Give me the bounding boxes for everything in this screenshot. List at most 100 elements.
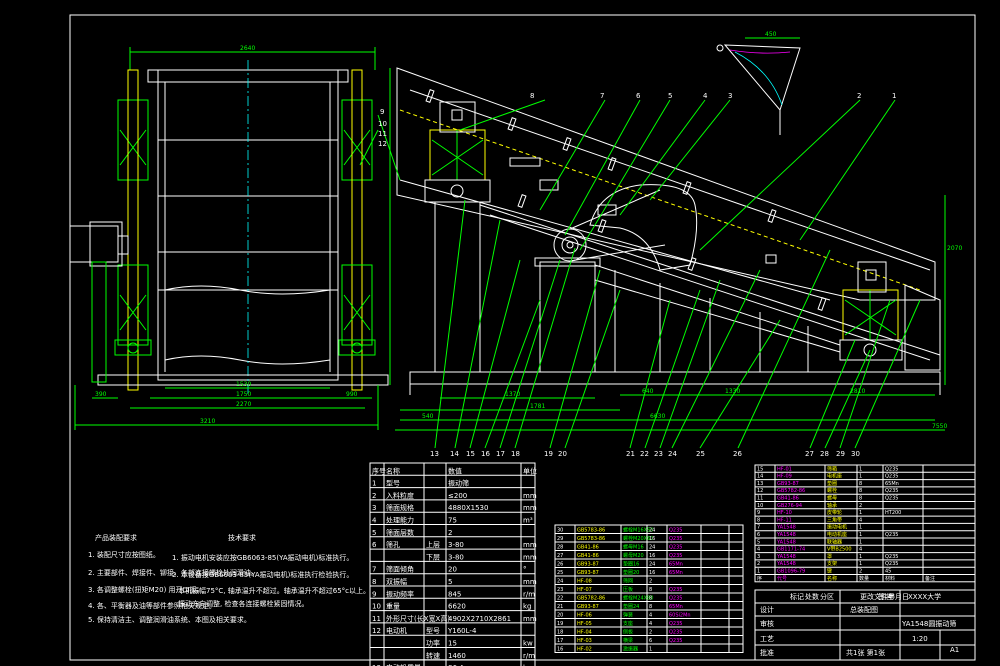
slot-marks: [425, 89, 827, 311]
spec-table-cell: 3-80: [448, 553, 464, 561]
side-left-dim: 540: [422, 413, 434, 420]
parts-list-right-cell: 支架: [827, 560, 837, 567]
parts-list-right-cell: 4: [859, 517, 862, 523]
parts-list-right-cell: 罩: [827, 554, 832, 560]
parts-list-mid-cell: 激振器: [623, 646, 638, 653]
sheet-frame: [69, 14, 976, 661]
spec-table-cell: 4: [372, 517, 377, 525]
balloon-14: 14: [450, 450, 459, 458]
parts-list-mid-cell: 2: [649, 579, 652, 585]
notes-right-3: 本机振幅75°C, 轴承温升不超过。轴承温升不超过65°c以上。: [178, 586, 370, 595]
parts-list-mid-cell: 弹簧: [623, 612, 633, 619]
parts-list-mid-cell: 压板: [623, 586, 633, 593]
parts-list-right-cell: 5: [757, 539, 760, 545]
balloon-8: 8: [530, 92, 534, 100]
parts-list-right-cell: 三角带: [827, 516, 842, 523]
parts-list-right-cell: 螺母: [827, 495, 837, 502]
parts-list-right-cell: 4: [757, 547, 760, 553]
side-dim-6: 6630: [650, 413, 665, 420]
parts-list-mid-cell: 垫圈24: [623, 603, 639, 610]
parts-list-mid-cell: 8: [649, 596, 652, 602]
balloon-10: 10: [378, 120, 387, 128]
spec-table-cell: 名称: [386, 466, 400, 475]
notes-right-2: 2. 本设备按GB6063-85(YA振动电机)标准执行检验执行。: [172, 570, 353, 579]
balloon-4: 4: [703, 92, 708, 100]
parts-list-mid-cell: 螺栓M20X60: [623, 535, 653, 542]
side-dim-4: 1330: [725, 388, 740, 395]
parts-list-right-cell: 备注: [925, 575, 935, 582]
spec-table-cell: 电动机质量: [386, 663, 421, 666]
spec-table-cell: 11: [372, 615, 381, 623]
parts-list-right-cell: 电动机座: [827, 531, 847, 538]
spec-table-cell: mm: [523, 578, 537, 586]
parts-list-mid-cell: 螺栓M24X80: [623, 595, 653, 602]
front-top-dim: 2640: [240, 45, 255, 52]
parts-list-right-cell: 45: [885, 569, 891, 575]
balloon-28: 28: [820, 450, 829, 458]
parts-list-right-cell: HF-11: [777, 517, 792, 523]
spec-table-cell: m³: [523, 517, 533, 525]
parts-list-mid-cell: GB93-87: [577, 570, 599, 576]
side-dim-2: 1781: [530, 403, 545, 410]
parts-list-mid-cell: 20: [557, 613, 563, 619]
spec-table-cell: 转速: [426, 651, 440, 660]
parts-list-right-cell: GB1096-79: [777, 569, 805, 575]
spec-table-cell: 功率: [426, 639, 440, 648]
parts-list-mid-cell: 29: [557, 536, 563, 542]
spec-table-cell: 筛面规格: [386, 503, 414, 512]
spec-table-cell: 处理能力: [386, 516, 414, 525]
parts-list-mid-cell: 1: [649, 647, 652, 653]
parts-list-right-cell: Q235: [885, 466, 898, 472]
parts-list-right-cell: 8: [859, 488, 862, 494]
title-drawing-name: 总装配图: [850, 605, 878, 614]
parts-list-right-cell: GB41-86: [777, 496, 799, 502]
spec-table-cell: °: [523, 566, 527, 574]
title-role-review: 审核: [760, 619, 774, 628]
parts-list-right-cell: 2: [859, 503, 862, 509]
front-dim-4: 3210: [200, 418, 215, 425]
parts-list-mid-cell: 8: [649, 587, 652, 593]
parts-list-mid-cell: HF-05: [577, 621, 592, 627]
parts-list-mid-cell: 横梁: [623, 637, 633, 644]
title-role-approve: 批准: [760, 648, 774, 657]
parts-list-right-cell: GB5782-86: [777, 488, 805, 494]
title-row-label-1: 处数: [805, 592, 819, 601]
side-view: 2070 1370 1781 640 1330 2810 6630 7550 5…: [389, 67, 962, 431]
parts-list-mid-cell: 16: [557, 647, 563, 653]
parts-list-right-cell: 轴承: [827, 502, 837, 509]
spec-table-cell: 75: [448, 517, 457, 525]
parts-list-mid-cell: 65Mn: [669, 570, 683, 576]
notes-right-4: 振动方向调整, 检查各连接螺栓紧固情况。: [178, 599, 308, 608]
spec-table-cell: 筛面倾角: [386, 565, 414, 574]
spec-table-cell: 数值: [448, 466, 462, 475]
front-right-dim: 990: [346, 391, 358, 398]
parts-list-right-cell: 8: [757, 517, 760, 523]
parts-list-right-cell: 1: [859, 532, 862, 538]
tech-notes: 产品装配要求 1. 装配尺寸应按图纸。 2. 主要部件、焊接件、铆接、各部连接螺…: [88, 533, 370, 624]
balloon-9: 9: [380, 108, 384, 116]
parts-list-mid-cell: Q235: [669, 621, 682, 627]
balloon-26: 26: [733, 450, 742, 458]
parts-list-mid-cell: 22: [557, 596, 563, 602]
spec-table-cell: 筛孔: [386, 540, 400, 549]
parts-list-mid-cell: GB5783-86: [577, 528, 605, 534]
parts-list-right-cell: 1: [859, 554, 862, 560]
balloon-21: 21: [626, 450, 635, 458]
balloon-24: 24: [668, 450, 677, 458]
spec-table-cell: 单位: [523, 466, 537, 475]
spec-table-cell: mm: [523, 553, 537, 561]
parts-list-mid-cell: 24: [649, 528, 655, 534]
notes-left-4: 4. 各、平衡器及油等部件参照相关规定。: [88, 601, 216, 610]
parts-list-mid-cell: Q235: [669, 587, 682, 593]
parts-list-right-cell: 筛箱: [827, 465, 837, 472]
parts-list-right-cell: 65Mn: [885, 481, 899, 487]
spec-table-cell: 15: [448, 640, 457, 648]
parts-list-mid-cell: 28: [557, 545, 563, 551]
spec-table-cell: 7: [372, 566, 376, 574]
title-row-label-3: 更改文件号: [860, 592, 895, 601]
side-dim-7: 7550: [932, 423, 947, 430]
parts-list-mid-cell: 25: [557, 570, 563, 576]
parts-list-mid-cell: HF-02: [577, 647, 592, 653]
title-role-process: 工艺: [760, 635, 774, 643]
